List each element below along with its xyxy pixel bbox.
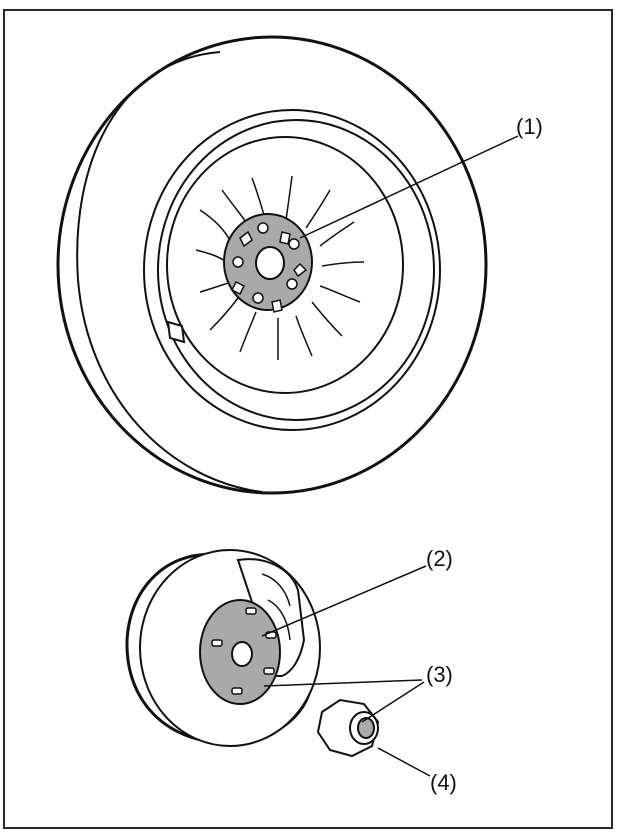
rim-lip: [157, 119, 435, 421]
figure-border: [3, 9, 613, 829]
leader-2: [261, 565, 427, 637]
callout-4: (4): [430, 770, 457, 795]
rim-outer: [143, 109, 441, 431]
rim-inner: [166, 136, 404, 394]
hub-center: [231, 641, 253, 667]
lug-nut-thread-inner: [357, 717, 375, 739]
leader-lines: [261, 135, 519, 777]
leader-4: [377, 747, 431, 777]
leader-3b: [361, 681, 425, 723]
callout-1: (1): [516, 114, 543, 139]
wheel-lug-holes: [232, 222, 300, 304]
leader-1: [299, 135, 519, 239]
brake-assembly: [125, 549, 321, 747]
lug-nut: [316, 698, 380, 758]
wheel-center-bore: [255, 246, 285, 280]
wheel-hub-slots: [230, 230, 308, 313]
caliper-detail-2: [267, 599, 291, 641]
callout-3: (3): [426, 662, 453, 687]
tire-sidewall: [76, 51, 263, 493]
leader-3a: [263, 679, 423, 687]
caliper-detail-1: [261, 573, 291, 607]
wheel-assembly: [56, 35, 488, 495]
valve-stem: [166, 320, 186, 344]
hub-studs: [211, 607, 277, 695]
callout-2: (2): [426, 546, 453, 571]
